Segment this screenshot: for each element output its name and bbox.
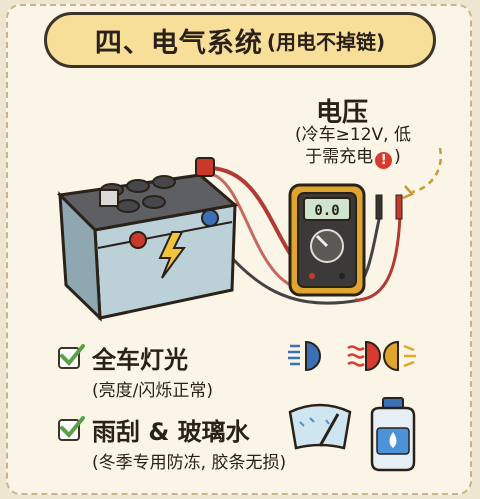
voltage-note-line2: 于需充电!) bbox=[268, 146, 438, 169]
voltage-note-line1: (冷车≥12V, 低 bbox=[295, 125, 411, 145]
section-title: 四、电气系统 bbox=[94, 27, 263, 59]
warning-icon: ! bbox=[375, 152, 393, 169]
voltage-note-suffix: ) bbox=[394, 147, 401, 167]
checkbox-checked-icon bbox=[58, 415, 85, 441]
meter-reading: 0.0 bbox=[314, 203, 339, 219]
checkbox-checked-icon bbox=[58, 343, 85, 369]
fog-light-icon bbox=[347, 340, 381, 372]
title-banner: 四、电气系统 (用电不掉链) bbox=[44, 12, 436, 68]
battery-icon bbox=[56, 157, 239, 322]
arrow-icon bbox=[411, 147, 443, 194]
checklist-item-wipers: 雨刮 & 玻璃水 bbox=[58, 412, 250, 447]
wiper-icon bbox=[288, 403, 352, 450]
checklist-note: (亮度/闪烁正常) bbox=[92, 381, 213, 401]
headlight-icon bbox=[288, 340, 321, 372]
multimeter-icon bbox=[288, 183, 403, 297]
checklist-label: 全车灯光 bbox=[92, 346, 188, 374]
washer-fluid-bottle-icon bbox=[370, 397, 416, 472]
turn-signal-icon bbox=[383, 340, 416, 372]
voltage-note-prefix: 于需充电 bbox=[305, 147, 374, 167]
section-subtitle: (用电不掉链) bbox=[266, 29, 386, 54]
voltage-label: 电压 bbox=[316, 98, 369, 128]
checklist-note: (冬季专用防冻, 胶条无损) bbox=[92, 453, 287, 473]
checklist-label: 雨刮 & 玻璃水 bbox=[92, 418, 250, 446]
voltage-note: (冷车≥12V, 低 于需充电!) bbox=[268, 124, 438, 169]
checklist-item-lights: 全车灯光 bbox=[58, 340, 188, 375]
